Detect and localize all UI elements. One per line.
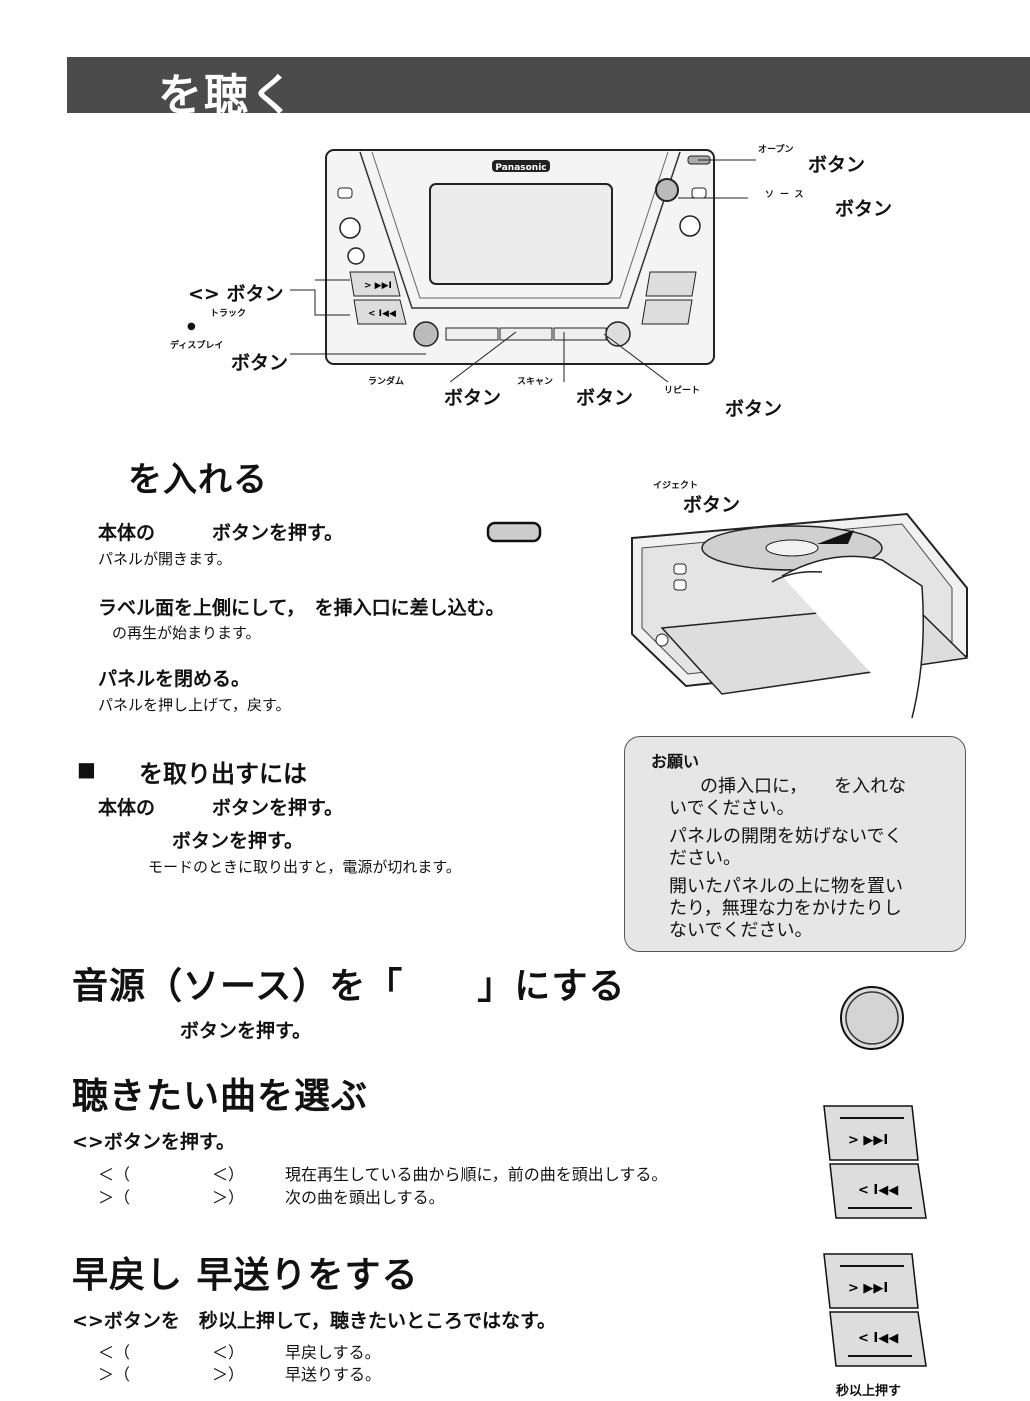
- repeat-small-label: リピート: [664, 386, 701, 396]
- display-dot: ●: [187, 321, 196, 332]
- caution-line-3: パネルの開閉を妨げないでく: [669, 826, 903, 847]
- caution-box: [624, 736, 966, 952]
- brand-logo: Panasonic: [495, 163, 546, 173]
- caution-line-1: の挿入口に， を入れな: [700, 776, 907, 797]
- select-row-2-desc: 次の曲を頭出しする。: [285, 1188, 445, 1207]
- display-button-label: ボタン: [231, 352, 289, 374]
- caution-line-7: ないでください。: [669, 920, 813, 941]
- header-bar: [67, 57, 1030, 113]
- random-small-label: ランダム: [368, 377, 405, 387]
- caution-title: お願い: [651, 752, 700, 771]
- prev-track-mini: < I◀◀: [368, 309, 396, 319]
- ffrew-row-1-open: ＜（: [98, 1343, 131, 1362]
- hold-caption: 秒以上押す: [836, 1384, 902, 1399]
- ffrew-row-2-close: ＞）: [212, 1365, 245, 1384]
- open-button-label: ボタン: [808, 154, 866, 176]
- open-small-label: オープン: [758, 145, 794, 155]
- disc-insert-illustration: [631, 512, 969, 719]
- select-row-1-close: ＜）: [212, 1165, 245, 1184]
- page-title: を聴く: [158, 70, 296, 121]
- prev-track-hold-icon: < I◀◀: [858, 1331, 898, 1346]
- select-row-2-open: ＞（: [98, 1188, 131, 1207]
- source-step: ボタンを押す。: [180, 1020, 312, 1042]
- select-row-1-desc: 現在再生している曲から順に，前の曲を頭出しする。: [285, 1165, 668, 1184]
- insert-step-1-note: パネルが開きます。: [98, 550, 232, 568]
- callout-lines: [290, 159, 756, 383]
- track-buttons-hold-icon: > ▶▶I < I◀◀: [823, 1253, 927, 1367]
- insert-step-3: パネルを閉める。: [98, 668, 251, 690]
- source-button-label: ボタン: [835, 198, 893, 220]
- head-unit-diagram: Panasonic > ▶▶I < I◀◀: [325, 149, 715, 365]
- select-row-1-open: ＜（: [98, 1165, 131, 1184]
- track-button-label: <> ボタン: [188, 283, 284, 305]
- remove-bullet: ■: [77, 757, 96, 781]
- random-button-label: ボタン: [444, 387, 502, 409]
- ffrew-step: <>ボタンを 秒以上押して，聴きたいところではなす。: [72, 1310, 557, 1332]
- insert-heading: を入れる: [128, 460, 268, 500]
- ffrew-heading: 早戻し 早送りをする: [72, 1255, 419, 1296]
- insert-step-3-note: パネルを押し上げて，戻す。: [98, 696, 291, 714]
- open-button-icon: [486, 521, 542, 543]
- eject-button-label: ボタン: [683, 494, 741, 516]
- remove-heading: を取り出すには: [139, 760, 307, 788]
- track-buttons-icon: > ▶▶I < I◀◀: [823, 1105, 927, 1219]
- track-small-label: トラック: [210, 309, 247, 319]
- select-row-2-close: ＞）: [212, 1188, 245, 1207]
- select-step: <>ボタンを押す。: [72, 1131, 235, 1153]
- caution-line-4: ださい。: [669, 848, 741, 869]
- next-track-icon: > ▶▶I: [848, 1133, 888, 1148]
- scan-button-label: ボタン: [576, 387, 634, 409]
- insert-step-1: 本体の ボタンを押す。: [98, 522, 344, 544]
- caution-line-6: たり，無理な力をかけたりし: [669, 898, 902, 919]
- select-heading: 聴きたい曲を選ぶ: [72, 1076, 369, 1117]
- scan-small-label: スキャン: [517, 377, 554, 387]
- ffrew-row-2-open: ＞（: [98, 1365, 131, 1384]
- caution-line-5: 開いたパネルの上に物を置い: [669, 876, 903, 897]
- next-track-hold-icon: > ▶▶I: [848, 1281, 888, 1296]
- insert-step-2: ラベル面を上側にして， を挿入口に差し込む。: [98, 597, 505, 619]
- remove-note: モードのときに取り出すと，電源が切れます。: [148, 858, 461, 876]
- next-track-mini: > ▶▶I: [364, 281, 392, 291]
- repeat-button-label: ボタン: [725, 398, 783, 420]
- ffrew-row-1-close: ＜）: [212, 1343, 245, 1362]
- source-button-icon: [840, 986, 904, 1050]
- source-small-label: ソース: [765, 190, 810, 200]
- ffrew-row-1-desc: 早戻しする。: [285, 1343, 381, 1362]
- caution-line-2: いでください。: [669, 798, 795, 819]
- remove-step-2: ボタンを押す。: [172, 830, 304, 852]
- display-small-label: ディスプレイ: [170, 341, 224, 351]
- prev-track-icon: < I◀◀: [858, 1183, 898, 1198]
- insert-step-2-note: の再生が始まります。: [112, 624, 261, 642]
- ffrew-row-2-desc: 早送りする。: [285, 1365, 382, 1384]
- eject-small-label: イジェクト: [653, 481, 699, 491]
- remove-step-1: 本体の ボタンを押す。: [98, 797, 344, 819]
- source-heading: 音源（ソース）を「 」にする: [72, 966, 626, 1007]
